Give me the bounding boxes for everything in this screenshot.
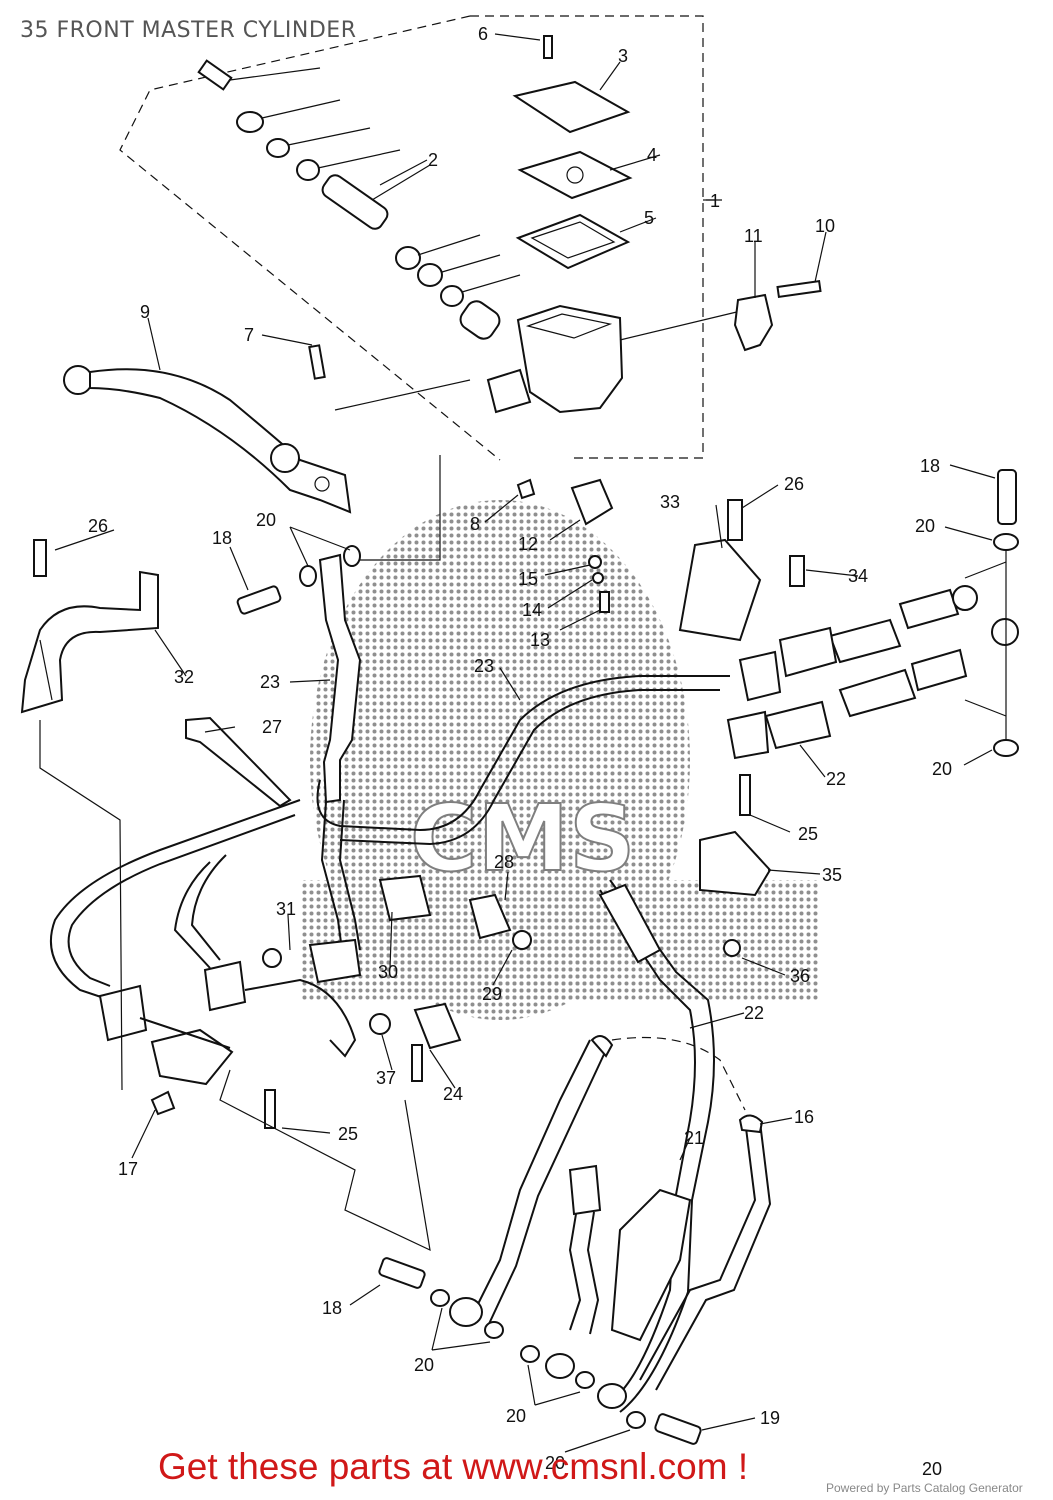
clamps-and-switches bbox=[150, 716, 772, 1129]
callout-5: 5 bbox=[644, 208, 654, 228]
callout-23-center: 23 bbox=[474, 656, 494, 676]
callout-25-right: 25 bbox=[798, 824, 818, 844]
callout-20-e: 20 bbox=[506, 1406, 526, 1426]
callout-19: 19 bbox=[760, 1408, 780, 1428]
callout-22-lower: 22 bbox=[744, 1003, 764, 1023]
callout-26-left: 26 bbox=[88, 516, 108, 536]
brake-hose-23 bbox=[316, 553, 730, 951]
callout-1: 1 bbox=[710, 191, 720, 211]
callout-37: 37 bbox=[376, 1068, 396, 1088]
callout-25-left: 25 bbox=[338, 1124, 358, 1144]
callout-18-left: 18 bbox=[212, 528, 232, 548]
callout-13: 13 bbox=[530, 630, 550, 650]
fasteners bbox=[33, 279, 1019, 816]
brake-lines-lower-left bbox=[49, 799, 357, 1086]
callout-34: 34 bbox=[848, 566, 868, 586]
callout-31: 31 bbox=[276, 899, 296, 919]
callout-20-f: 20 bbox=[545, 1453, 565, 1473]
reference-lines bbox=[39, 379, 471, 1252]
callout-6: 6 bbox=[478, 24, 488, 44]
callout-2: 2 bbox=[428, 150, 438, 170]
watermark-text: CMS bbox=[410, 785, 635, 892]
bracket-33 bbox=[678, 538, 762, 642]
callout-18-top: 18 bbox=[920, 456, 940, 476]
callout-35: 35 bbox=[822, 865, 842, 885]
callout-32: 32 bbox=[174, 667, 194, 687]
callout-26-right: 26 bbox=[784, 474, 804, 494]
brake-lever bbox=[63, 365, 352, 514]
callout-11: 11 bbox=[744, 226, 763, 246]
callout-28: 28 bbox=[494, 852, 514, 872]
callout-18-bottom: 18 bbox=[322, 1298, 342, 1318]
callout-17: 17 bbox=[118, 1159, 138, 1179]
callout-20-g: 20 bbox=[922, 1459, 942, 1479]
callout-23-left: 23 bbox=[260, 672, 280, 692]
reservoir-cap-stack bbox=[512, 35, 633, 270]
callout-9: 9 bbox=[140, 302, 150, 322]
bracket-32 bbox=[20, 570, 159, 714]
callout-29: 29 bbox=[482, 984, 502, 1004]
callout-12: 12 bbox=[518, 534, 538, 554]
page-title: 35 FRONT MASTER CYLINDER bbox=[20, 18, 357, 43]
callout-36: 36 bbox=[790, 966, 810, 986]
callout-7: 7 bbox=[244, 325, 254, 345]
callout-15: 15 bbox=[518, 569, 538, 589]
part-callouts: 1 2 3 4 5 6 7 8 9 10 11 12 13 14 15 16 1… bbox=[88, 24, 952, 1479]
callout-27: 27 bbox=[262, 717, 282, 737]
callout-14: 14 bbox=[522, 600, 542, 620]
callout-24: 24 bbox=[443, 1084, 463, 1104]
callout-21: 21 bbox=[684, 1128, 704, 1148]
callout-16: 16 bbox=[794, 1107, 814, 1127]
piston-kit bbox=[197, 59, 521, 340]
callout-20-a: 20 bbox=[915, 516, 935, 536]
callout-20-b: 20 bbox=[932, 759, 952, 779]
callout-20-d: 20 bbox=[414, 1355, 434, 1375]
callout-30: 30 bbox=[378, 962, 398, 982]
callout-3: 3 bbox=[618, 46, 628, 66]
callout-10: 10 bbox=[815, 216, 835, 236]
callout-4: 4 bbox=[647, 145, 657, 165]
right-hose-assembly bbox=[726, 550, 1019, 760]
callout-22-upper: 22 bbox=[826, 769, 846, 789]
generator-credit: Powered by Parts Catalog Generator bbox=[826, 1481, 1023, 1495]
master-cylinder-body bbox=[486, 304, 746, 414]
callout-8: 8 bbox=[470, 514, 480, 534]
callout-20-c: 20 bbox=[256, 510, 276, 530]
promo-banner[interactable]: Get these parts at www.cmsnl.com ! bbox=[158, 1446, 749, 1487]
leader-lines bbox=[54, 33, 996, 1453]
callout-33: 33 bbox=[660, 492, 680, 512]
brake-hose-22-lower bbox=[378, 879, 772, 1445]
